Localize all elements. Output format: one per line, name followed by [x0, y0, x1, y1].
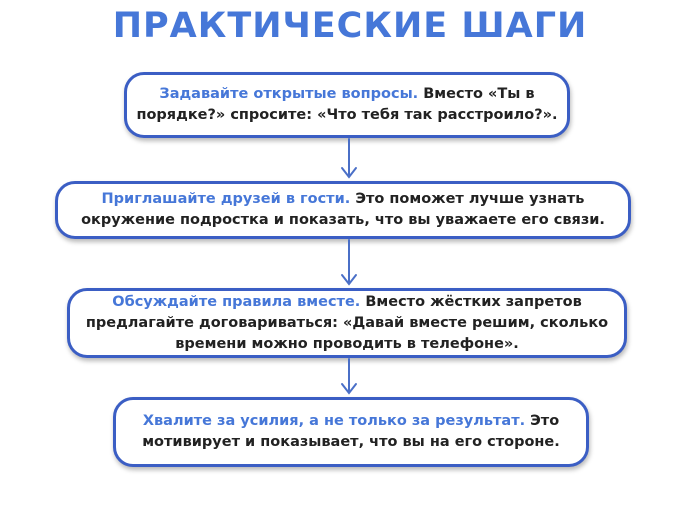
- step-text-4: Хвалите за усилия, а не только за резуль…: [124, 411, 578, 453]
- page-title: ПРАКТИЧЕСКИЕ ШАГИ: [112, 6, 588, 46]
- step-highlight-4: Хвалите за усилия, а не только за резуль…: [142, 413, 526, 429]
- step-box-3: Обсуждайте правила вместе. Вместо жёстки…: [67, 288, 627, 358]
- step-body-3: Вместо жёстких запретов предлагайте дого…: [85, 293, 609, 352]
- arrow-down-2: [341, 239, 357, 286]
- step-text-3: Обсуждайте правила вместе. Вместо жёстки…: [78, 292, 616, 355]
- step-box-4: Хвалите за усилия, а не только за резуль…: [113, 397, 589, 467]
- step-text-2: Приглашайте друзей в гости. Это поможет …: [66, 189, 620, 231]
- arrow-down-1: [341, 138, 357, 179]
- step-highlight-3: Обсуждайте правила вместе.: [112, 293, 361, 310]
- step-body-2: Это поможет лучше узнать окружение подро…: [81, 191, 605, 228]
- step-body-4: Это мотивирует и показывает, что вы на е…: [142, 413, 560, 450]
- step-highlight-2: Приглашайте друзей в гости.: [101, 191, 351, 207]
- step-box-2: Приглашайте друзей в гости. Это поможет …: [55, 181, 631, 239]
- step-body-1: Вместо «Ты в порядке?» спросите: «Что те…: [136, 86, 558, 123]
- step-box-1: Задавайте открытые вопросы. Вместо «Ты в…: [124, 72, 570, 138]
- step-text-1: Задавайте открытые вопросы. Вместо «Ты в…: [135, 84, 559, 126]
- arrow-down-3: [341, 358, 357, 395]
- step-highlight-1: Задавайте открытые вопросы.: [159, 86, 419, 102]
